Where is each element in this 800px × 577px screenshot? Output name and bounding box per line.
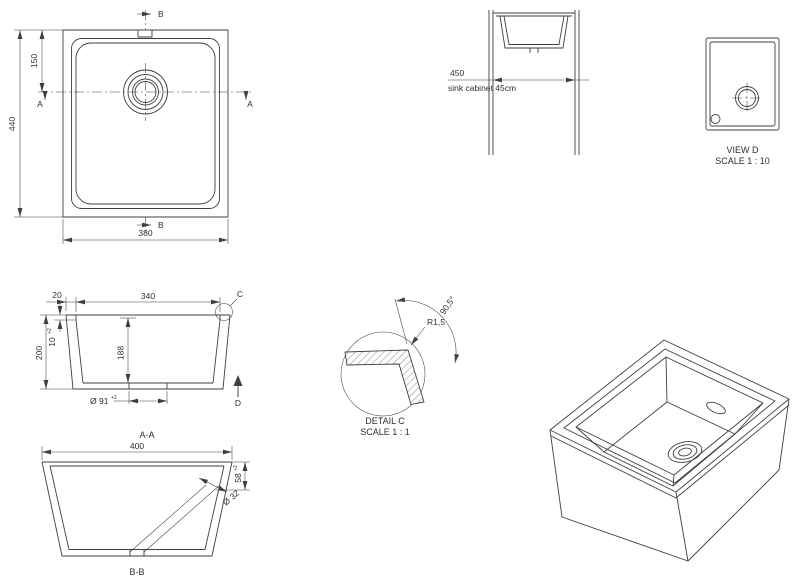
view-d-arrow xyxy=(233,375,243,397)
section-bb-caption: B-B xyxy=(129,567,144,577)
detail-angle-label: 90,5° xyxy=(438,294,458,316)
detail-c-title: DETAIL C xyxy=(365,416,405,426)
dim-380-label: 380 xyxy=(138,228,152,238)
view-d-overflow xyxy=(710,114,721,124)
dim-drain-91-tolerance: +2 xyxy=(111,395,117,401)
dim-150-label: 150 xyxy=(29,54,39,68)
section-marker-b-top: B xyxy=(158,9,164,19)
plan-section-line-a xyxy=(38,91,253,100)
dim-340-label: 340 xyxy=(141,291,155,301)
detail-c-label: C xyxy=(237,289,243,299)
plan-dimensions xyxy=(14,29,229,244)
isometric-linework xyxy=(549,339,790,562)
isometric-view xyxy=(549,339,790,562)
section-aa: 340 20 200 10 +2 188 Ø 91 +2 C D A-A xyxy=(34,289,243,440)
dim-58-label: 58 xyxy=(233,473,243,483)
view-d-title: VIEW D xyxy=(726,145,759,155)
dim-10-tolerance: +2 xyxy=(47,328,53,334)
section-aa-dimensions xyxy=(40,297,221,404)
dim-10-label: 10 xyxy=(47,337,57,347)
dim-188-label: 188 xyxy=(116,346,126,360)
plan-linework xyxy=(62,29,229,218)
cabinet-caption: sink cabinet 45cm xyxy=(448,83,516,93)
plan-view: B B A A 440 150 380 xyxy=(7,9,253,244)
cabinet-linework xyxy=(488,10,580,155)
detail-boundary xyxy=(340,331,426,417)
section-marker-a-right: A xyxy=(247,99,253,109)
dim-450-label: 450 xyxy=(450,68,464,78)
section-aa-caption: A-A xyxy=(139,430,154,440)
section-bb: 400 58 +2 Ø 32 B-B xyxy=(41,441,250,577)
detail-c-scale: SCALE 1 : 1 xyxy=(360,427,410,437)
section-aa-linework xyxy=(65,314,231,390)
view-d-linework xyxy=(705,37,780,131)
section-marker-a-left: A xyxy=(37,99,43,109)
view-d-scale: SCALE 1 : 10 xyxy=(715,156,770,166)
cabinet-view: 450 sink cabinet 45cm xyxy=(448,10,589,155)
detail-c-annotations xyxy=(394,297,460,364)
detail-c: R1,5 90,5° DETAIL C SCALE 1 : 1 xyxy=(340,294,460,437)
view-d-direction-label: D xyxy=(235,398,241,408)
view-d: VIEW D SCALE 1 : 10 xyxy=(705,37,780,166)
dim-drain-91-label: Ø 91 xyxy=(90,396,109,406)
plan-section-line-b xyxy=(137,10,151,233)
detail-section-material xyxy=(344,349,425,406)
dim-440-label: 440 xyxy=(7,117,17,131)
detail-c-marker xyxy=(215,298,238,321)
dim-20-label: 20 xyxy=(52,290,62,300)
section-marker-b-bottom: B xyxy=(158,220,164,230)
detail-radius-label: R1,5 xyxy=(427,317,445,327)
section-bb-dimensions xyxy=(41,446,250,553)
dim-200-label: 200 xyxy=(34,346,44,360)
isometric-drain xyxy=(667,441,703,463)
dim-400-label: 400 xyxy=(130,441,144,451)
isometric-overflow xyxy=(706,401,726,415)
dim-58-tolerance: +2 xyxy=(233,465,239,471)
section-bb-linework xyxy=(41,461,233,557)
